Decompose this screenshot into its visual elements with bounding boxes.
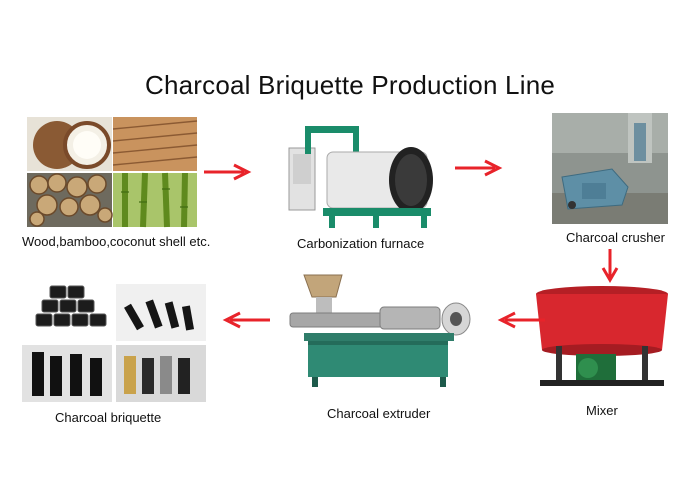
label-extruder: Charcoal extruder [327,406,431,421]
charcoal-briquette-image [22,284,206,402]
label-crusher: Charcoal crusher [566,230,665,245]
label-carbonization: Carbonization furnace [297,236,425,251]
label-mixer: Mixer [586,403,618,418]
arrow-left-icon [222,311,270,329]
charcoal-crusher-image [552,113,668,224]
label-raw-materials: Wood,bamboo,coconut shell etc. [22,234,211,249]
carbonization-furnace-image [283,120,438,230]
charcoal-extruder-image [289,273,472,388]
label-briquette: Charcoal briquette [55,410,162,425]
raw-materials-image [27,117,198,228]
arrow-left-icon [497,311,545,329]
mixer-image [532,284,672,394]
arrow-right-icon [455,159,503,177]
arrow-right-icon [204,163,252,181]
diagram-title: Charcoal Briquette Production Line [144,70,556,100]
arrow-down-icon [601,249,619,283]
